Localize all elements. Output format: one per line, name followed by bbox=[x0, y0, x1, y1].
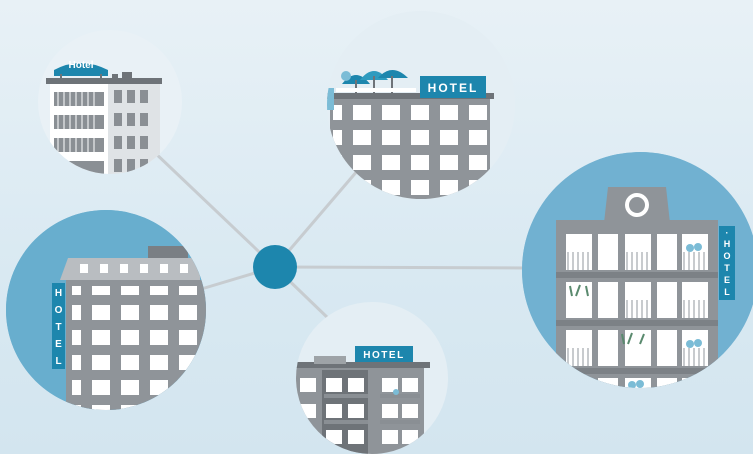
hotel-circle-top-center: HOTEL bbox=[327, 11, 515, 199]
svg-text:H: H bbox=[55, 288, 62, 299]
svg-text:·: · bbox=[726, 228, 729, 238]
hotel-sign-box bbox=[420, 76, 486, 98]
hotel-circle-right: · H O T E L bbox=[522, 152, 753, 388]
vertical-sign-left bbox=[52, 283, 65, 369]
network-hub bbox=[253, 245, 297, 289]
sign-text-bottom-center: HOTEL bbox=[363, 350, 404, 361]
sign-text-right: · H O T E L bbox=[723, 228, 730, 297]
svg-text:L: L bbox=[55, 356, 61, 367]
svg-text:H: H bbox=[724, 239, 731, 249]
sign-text-top-left: Hotel bbox=[69, 60, 94, 71]
connector-right bbox=[274, 265, 526, 270]
sign-text-left: H O T E L bbox=[55, 288, 63, 367]
svg-text:O: O bbox=[55, 305, 63, 316]
svg-text:E: E bbox=[724, 275, 730, 285]
svg-text:L: L bbox=[724, 287, 730, 297]
svg-text:T: T bbox=[55, 322, 61, 333]
hotel-circle-bottom-center: HOTEL bbox=[296, 302, 448, 454]
hotel-circle-left: H O T E L bbox=[6, 210, 206, 410]
connector-top-left bbox=[150, 148, 277, 269]
hotel-sign-arch bbox=[54, 63, 108, 76]
svg-text:E: E bbox=[55, 339, 62, 350]
svg-text:T: T bbox=[724, 263, 730, 273]
hotel-sign-box bbox=[355, 346, 413, 362]
svg-text:O: O bbox=[723, 251, 730, 261]
sign-text-top-center: HOTEL bbox=[428, 81, 479, 95]
hotel-circle-top-left: Hotel bbox=[38, 30, 182, 174]
vertical-sign-right bbox=[719, 226, 735, 300]
